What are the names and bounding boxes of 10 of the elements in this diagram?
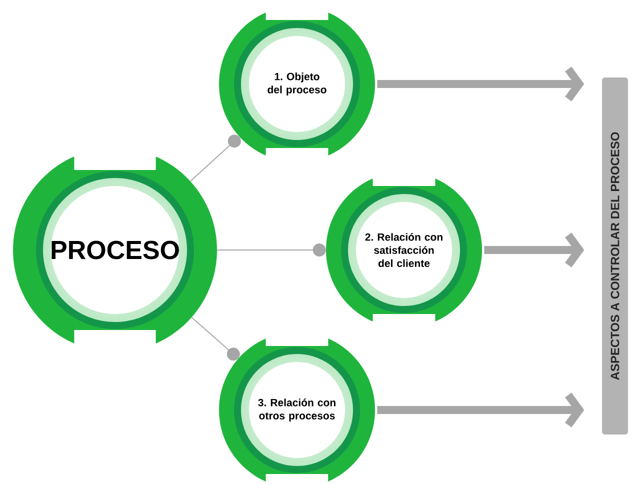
circle-node: 1. Objeto del proceso bbox=[219, 5, 375, 163]
connector-line bbox=[190, 134, 241, 182]
circle-node: 2. Relación con satisfacción del cliente bbox=[326, 171, 482, 329]
title-band: ASPECTOS A CONTROLAR DEL PROCESO bbox=[602, 78, 628, 434]
arrow bbox=[484, 232, 584, 268]
arrow bbox=[377, 66, 584, 102]
connector-line bbox=[191, 316, 240, 361]
circle-node: PROCESO bbox=[13, 147, 217, 353]
connector-line bbox=[216, 244, 326, 256]
arrow bbox=[377, 392, 584, 428]
